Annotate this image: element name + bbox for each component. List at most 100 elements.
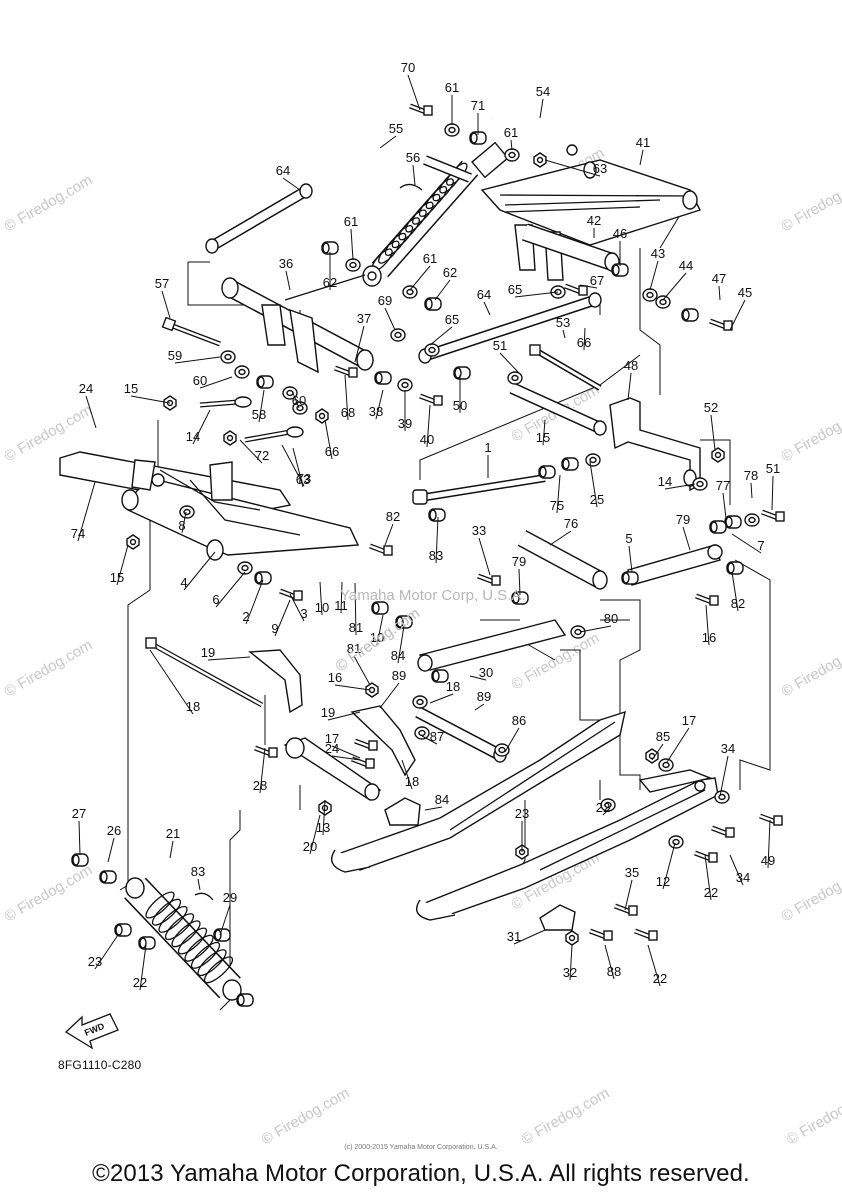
leader-line: [514, 291, 559, 298]
callout-number: 22: [653, 971, 667, 986]
leader-line: [682, 526, 691, 551]
leader-line: [309, 814, 321, 855]
callout-number: 51: [493, 338, 507, 353]
callout-number: 15: [124, 381, 138, 396]
callout-number: 67: [590, 273, 604, 288]
callout-number: 14: [658, 474, 672, 489]
callout-number: 16: [702, 630, 716, 645]
callout-number: 56: [406, 150, 420, 165]
collar-end: [255, 572, 263, 584]
callout-number: 51: [766, 461, 780, 476]
leader-line: [469, 675, 487, 681]
callout-number: 46: [613, 226, 627, 241]
collar-end: [322, 242, 330, 254]
bushing-hole: [224, 353, 232, 361]
collar-end: [396, 616, 404, 628]
callout-number: 15: [536, 430, 550, 445]
callout-number: 66: [325, 444, 339, 459]
leader-line: [397, 625, 405, 664]
leader-line: [664, 483, 696, 490]
collar-end: [470, 132, 478, 144]
collar-end: [429, 509, 437, 521]
callout-number: 10: [315, 600, 329, 615]
spring-coil: [171, 920, 201, 948]
collar-end: [214, 929, 222, 941]
callout-number: 73: [297, 471, 311, 486]
callout-number: 12: [656, 874, 670, 889]
bolt-head: [293, 590, 303, 601]
collar-end: [562, 458, 570, 470]
leader-lines: [77, 74, 774, 991]
rod-14: [199, 396, 304, 443]
leader-line: [602, 807, 611, 816]
spring-coil: [203, 956, 234, 984]
leader-line: [539, 98, 544, 119]
leader-line: [435, 516, 439, 564]
collar-end: [612, 264, 620, 276]
leader-line: [483, 301, 491, 316]
shaft-64-lower: [418, 292, 602, 364]
callout-number: 25: [590, 492, 604, 507]
leader-line: [207, 656, 251, 661]
callout-number: 61: [423, 251, 437, 266]
callout-number: 10: [370, 630, 384, 645]
callout-number: 22: [704, 885, 718, 900]
callout-number: 15: [110, 570, 124, 585]
spring-coil: [158, 905, 188, 933]
leader-line: [245, 579, 264, 625]
collar-end: [539, 466, 547, 478]
callout-number: 68: [341, 405, 355, 420]
collar-end: [725, 516, 733, 528]
leader-line: [319, 581, 323, 616]
leader-line: [589, 461, 598, 508]
collar-end: [237, 994, 245, 1006]
bolt-head: [383, 545, 393, 556]
leader-line: [331, 745, 361, 759]
callout-number: 27: [72, 806, 86, 821]
callout-number: 41: [636, 135, 650, 150]
leader-line: [562, 329, 566, 339]
callout-number: 17: [682, 713, 696, 728]
callout-number: 89: [477, 689, 491, 704]
arm-27: [283, 737, 382, 801]
leader-line: [161, 290, 171, 319]
callout-number: 42: [587, 213, 601, 228]
leader-line: [379, 682, 400, 709]
leader-line: [78, 820, 81, 856]
spring-coil: [412, 201, 434, 225]
callout-number: 33: [472, 523, 486, 538]
shaft-50: [509, 382, 607, 436]
spring-coil: [184, 934, 214, 962]
leader-line: [513, 929, 546, 945]
callout-number: 61: [504, 125, 518, 140]
leader-line: [327, 711, 361, 721]
callout-number: 18: [405, 774, 419, 789]
callout-number: 66: [577, 335, 591, 350]
rod-76: [627, 544, 723, 586]
leader-line: [376, 614, 384, 646]
watermark-text: © Firedog.com: [2, 171, 96, 235]
collar-end: [425, 298, 433, 310]
leader-line: [258, 389, 265, 423]
shaft-64-upper: [205, 183, 313, 254]
callout-number: 22: [133, 975, 147, 990]
bracket-85: [638, 769, 713, 793]
callout-number: 79: [512, 554, 526, 569]
fine-print: (c) 2000-2015 Yamaha Motor Corporation, …: [344, 1144, 498, 1151]
spring-coil: [384, 232, 407, 256]
leader-line: [344, 374, 349, 421]
callout-number: 48: [624, 358, 638, 373]
bracket-48: [609, 397, 701, 492]
callout-number: 83: [429, 548, 443, 563]
callout-number: 80: [604, 611, 618, 626]
leader-line: [354, 325, 365, 363]
spring-coil: [164, 913, 195, 941]
callout-number: 5: [625, 531, 632, 546]
callout-number: 77: [716, 478, 730, 493]
leader-line: [719, 755, 729, 797]
collar-end: [139, 937, 147, 949]
leader-line: [429, 326, 453, 346]
callout-number: 6: [212, 592, 219, 607]
callout-number: 43: [651, 246, 665, 261]
bushing-hole: [394, 331, 402, 339]
